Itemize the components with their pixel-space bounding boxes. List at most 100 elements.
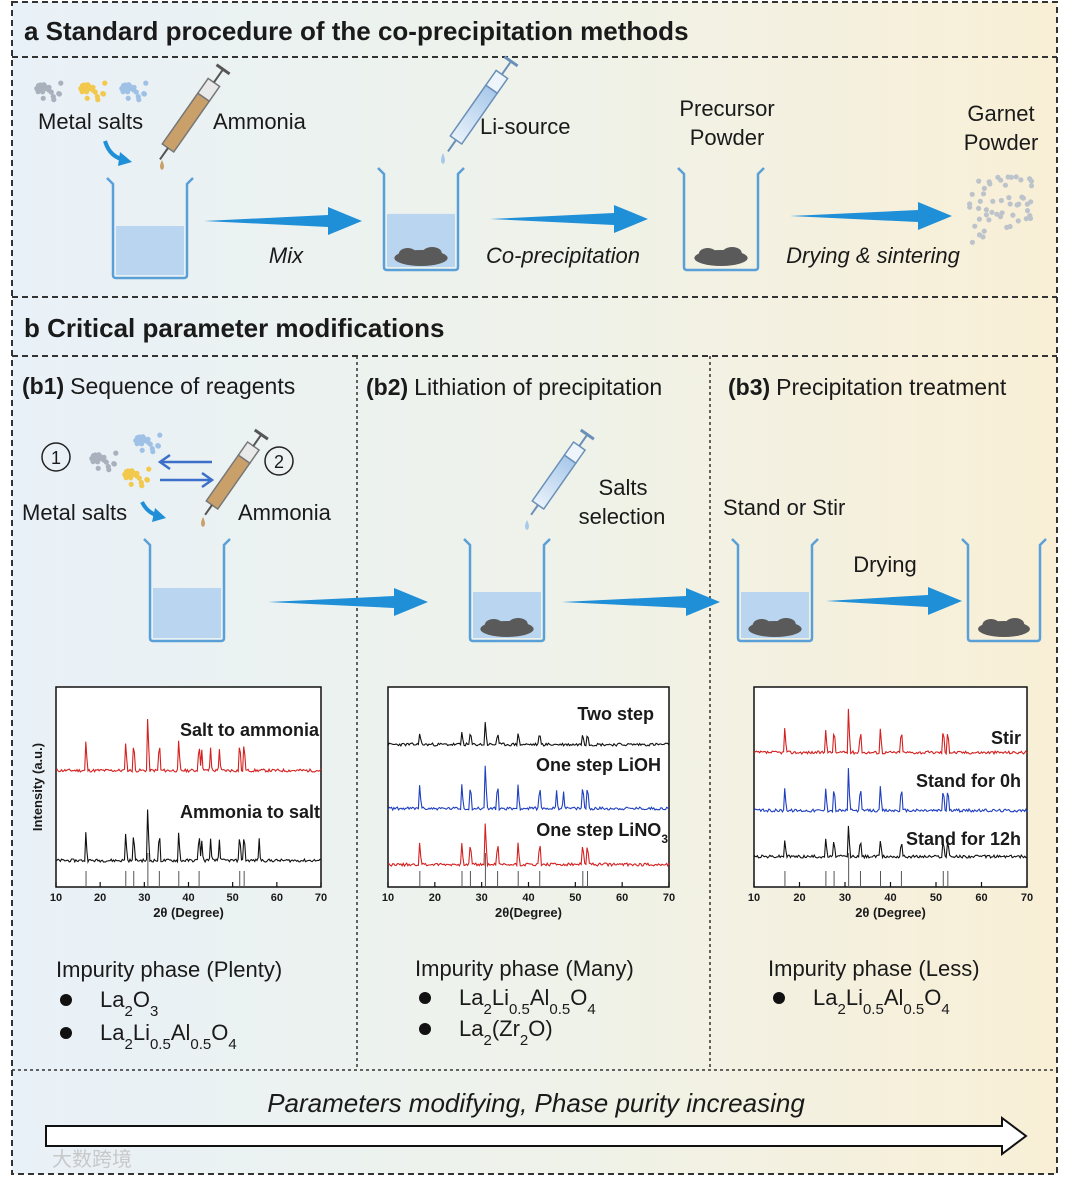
beakers-panel-a [106,167,765,280]
garnet-dot [1024,208,1031,214]
x-tick-label: 50 [930,892,942,904]
garnet-dot [976,205,982,211]
x-tick-label: 20 [429,892,441,904]
x-axis-label: 2θ (Degree) [855,905,926,920]
x-tick-label: 40 [522,892,534,904]
xrd-series-line [56,809,322,865]
precursor-label-2: Powder [690,125,765,150]
xrd-series-line [753,708,1028,756]
drying-sintering-label: Drying & sintering [786,243,960,268]
garnet-dot [1023,216,1029,222]
x-tick-label: 50 [227,892,239,904]
garnet-dot [1015,218,1021,224]
salt-cluster-gray [34,80,64,103]
drop-icon [160,160,164,170]
salts-label-1: Salts [599,475,648,500]
series-label: Salt to ammonia [180,720,320,740]
b3-impurity-title: Impurity phase (Less) [768,956,980,981]
xrd-series-line [753,825,1028,860]
garnet-label-2: Powder [964,130,1039,155]
coprecipitation-label: Co-precipitation [486,243,640,268]
bullet-icon [773,992,785,1004]
x-tick-label: 10 [50,892,62,904]
syringe-ammonia-b1-icon [204,428,269,516]
process-arrows-a [204,202,952,235]
arrow-coprecip [490,205,648,233]
panel-b-header: b Critical parameter modifications [24,313,444,343]
x-tick-label: 70 [315,892,327,904]
xrd-series-line [753,768,1028,814]
garnet-dot [976,178,982,184]
garnet-dot [1002,182,1009,188]
xrd-series-line [387,823,670,868]
b3-title: (b3)Precipitation treatment [728,374,1007,400]
series-label: Stand for 12h [906,829,1021,849]
garnet-dot [981,228,987,234]
garnet-dot [967,204,973,210]
step-1-circle [41,442,71,472]
ammonia-label: Ammonia [213,109,307,134]
panel-a-header: a Standard procedure of the co-precipita… [24,16,689,46]
garnet-dot [1024,201,1030,207]
syringe-salts-icon [530,428,595,516]
garnet-dot [977,198,983,204]
b1-metal-salts-label: Metal salts [22,500,127,525]
drop-b1-icon [201,517,205,527]
x-tick-label: 40 [884,892,896,904]
beakers-panel-b [143,538,1047,643]
x-tick-label: 70 [663,892,675,904]
series-label: Stand for 0h [916,771,1021,791]
plot-frame [753,686,1028,888]
metal-salts-label: Metal salts [38,109,143,134]
garnet-dot [983,207,990,213]
garnet-dot [990,198,996,204]
garnet-dot [1018,177,1024,183]
series-label: One step LiOH [536,755,661,775]
plot-frame [55,686,322,888]
series-label: Two step [577,704,654,724]
syringe-ammonia-icon [159,63,231,161]
garnet-dot [1006,195,1012,201]
mix-label: Mix [269,243,304,268]
garnet-dot [1028,178,1035,184]
garnet-dot [976,216,983,222]
curved-arrow-b1-head-icon [152,508,166,522]
garnet-dot [969,191,975,197]
garnet-powder-icon [967,174,1035,245]
garnet-dot [980,191,987,197]
x-tick-label: 10 [382,892,394,904]
garnet-dot [980,234,986,240]
swap-arrows-icon [157,453,215,489]
panel-frames [11,1,1058,1175]
garnet-dot [1019,194,1025,200]
b2-title: (b2)Lithiation of precipitation [366,374,662,400]
garnet-dot [981,185,988,191]
impurity-formula: La2O3 [100,987,158,1020]
x-tick-label: 20 [793,892,805,904]
beaker-mix [106,177,194,280]
x-tick-label: 60 [616,892,628,904]
garnet-dot [1007,201,1013,207]
b3-impurity-list: La2Li0.5Al0.5O4 [773,985,950,1018]
step-2-number: 2 [274,452,284,472]
footer-text: Parameters modifying, Phase purity incre… [267,1088,805,1118]
x-axis-label: 2θ(Degree) [495,905,562,920]
garnet-dot [986,217,992,223]
impurity-formula: La2(Zr2O) [459,1016,553,1049]
x-tick-label: 50 [569,892,581,904]
x-tick-label: 30 [138,892,150,904]
step-2-circle [264,446,294,476]
xrd-series-line [55,718,322,774]
li-source-label: Li-source [480,114,570,139]
x-tick-label: 60 [271,892,283,904]
garnet-dot [1027,215,1034,221]
b1-ammonia-label: Ammonia [238,500,332,525]
salts-drop-icon [525,520,529,530]
garnet-dot [998,177,1004,183]
x-tick-label: 30 [476,892,488,904]
salt-cluster-yellow-b1 [122,466,152,489]
process-arrows-b [268,587,962,616]
